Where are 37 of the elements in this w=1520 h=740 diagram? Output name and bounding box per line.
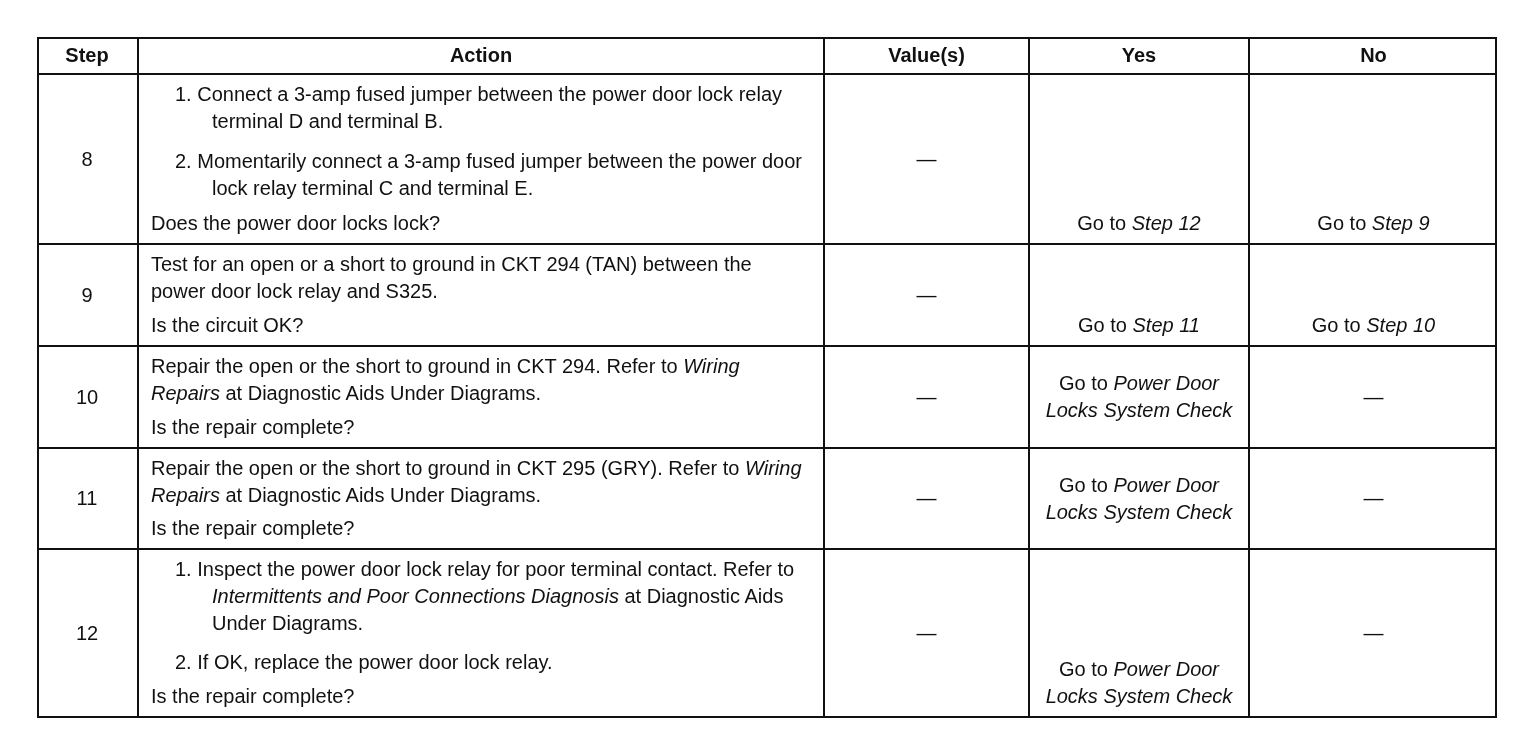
- instruction-step: 2. If OK, replace the power door lock relay.: [175, 648, 811, 676]
- column-header: Action: [449, 42, 513, 68]
- result-text: Go to Step 9: [1317, 211, 1430, 236]
- instruction-text: Repair the open or the short to ground in CKT 294. Refer to Wiring Repairs at Diagnostic Aids Under Diagrams.: [151, 354, 741, 406]
- value-dash: —: [916, 384, 937, 410]
- result-text: Go to Step 12: [1077, 211, 1201, 236]
- step-number: 10: [75, 384, 99, 410]
- column-header: No: [1360, 42, 1387, 68]
- column-header: Step: [65, 42, 109, 68]
- question-text: Is the circuit OK?: [151, 313, 305, 338]
- instruction-text: Repair the open or the short to ground in CKT 295 (GRY). Refer to Wiring Repairs at Diagnostic Aids Under Diagrams.: [151, 456, 803, 508]
- step-number: 11: [76, 486, 98, 511]
- instruction-step: 1. Inspect the power door lock relay for poor terminal contact. Refer to Intermittents and Poor Connections Diagnosis at Diagnostic Aids Under Diagrams.: [175, 556, 811, 637]
- step-number: 12: [75, 620, 99, 646]
- instruction-step: 1. Connect a 3-amp fused jumper between the power door lock relay terminal D and terminal B.: [175, 81, 811, 135]
- value-dash: —: [1363, 620, 1384, 646]
- value-dash: —: [916, 146, 937, 172]
- step-number: 8: [81, 146, 93, 172]
- value-dash: —: [1363, 486, 1384, 511]
- value-dash: —: [916, 620, 937, 646]
- value-dash: —: [916, 282, 937, 308]
- column-header: Yes: [1121, 42, 1157, 68]
- result-text: Go to Power Door Locks System Check: [1044, 371, 1234, 423]
- instruction-text: Test for an open or a short to ground in CKT 294 (TAN) between the power door lock relay and S325.: [151, 252, 753, 304]
- question-text: Is the repair complete?: [151, 684, 356, 709]
- question-text: Is the repair complete?: [151, 516, 356, 541]
- value-dash: —: [1363, 384, 1384, 410]
- question-text: Does the power door locks lock?: [151, 211, 442, 236]
- step-number: 9: [81, 282, 93, 308]
- value-dash: —: [916, 486, 937, 511]
- question-text: Is the repair complete?: [151, 415, 356, 440]
- instruction-step: 2. Momentarily connect a 3-amp fused jumper between the power door lock relay terminal C and terminal E.: [175, 147, 811, 202]
- result-text: Go to Power Door Locks System Check: [1044, 472, 1234, 525]
- column-header: Value(s): [888, 42, 965, 68]
- result-text: Go to Step 10: [1311, 313, 1436, 338]
- result-text: Go to Power Door Locks System Check: [1044, 657, 1234, 709]
- result-text: Go to Step 11: [1078, 313, 1200, 338]
